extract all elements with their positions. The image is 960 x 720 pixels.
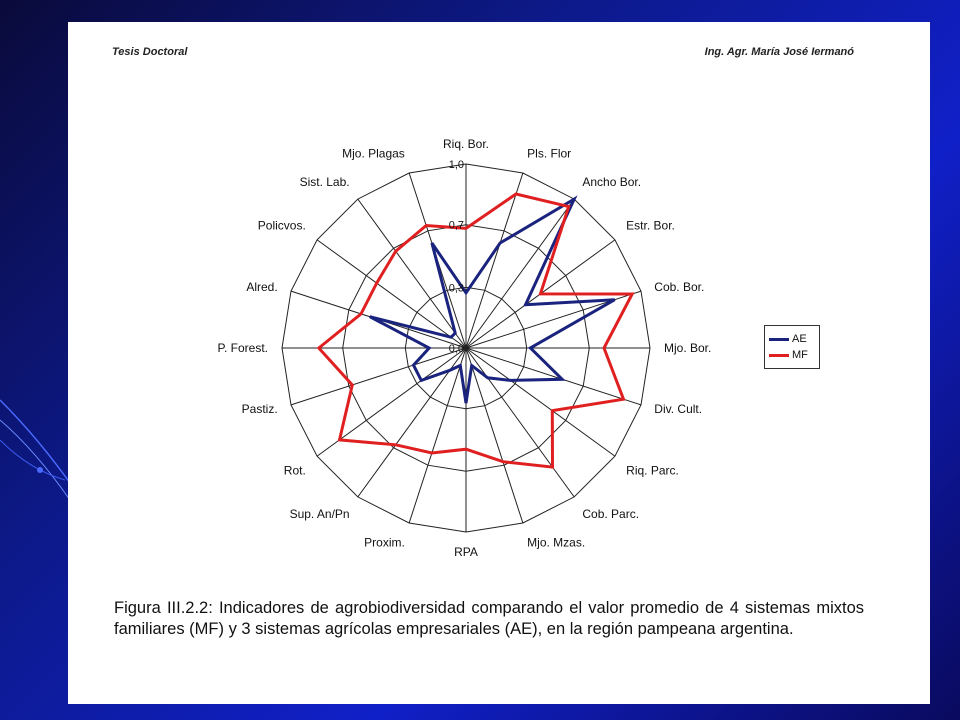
legend-line-ae	[769, 337, 789, 341]
figure-caption: Figura III.2.2: Indicadores de agrobiodi…	[114, 599, 864, 638]
axis-spoke	[465, 347, 642, 406]
axis-spoke	[408, 347, 467, 524]
axis-label: Rot.	[284, 463, 306, 477]
axis-label: Estr. Bor.	[626, 219, 675, 233]
chart-legend: AE MF	[764, 325, 820, 369]
axis-spoke	[357, 198, 467, 349]
axis-label: Mjo. Plagas	[342, 147, 405, 161]
slide-decoration	[0, 399, 76, 501]
axis-label: Pls. Flor	[527, 147, 571, 161]
axis-label: Sist. Lab.	[300, 175, 350, 189]
axis-spoke	[465, 347, 616, 457]
document-page: Tesis Doctoral Ing. Agr. María José Ierm…	[68, 22, 930, 704]
tick-label: 0,3	[449, 282, 464, 294]
axis-label: Mjo. Bor.	[664, 341, 711, 355]
axis-spoke	[357, 347, 467, 498]
axis-spoke	[316, 239, 467, 349]
legend-line-mf	[769, 353, 789, 357]
series-ae-line	[369, 195, 616, 404]
axis-spoke	[465, 198, 575, 349]
legend-item-mf: MF	[769, 348, 808, 362]
axis-label: Pastiz.	[242, 402, 278, 416]
series-mf-line	[316, 192, 635, 469]
tick-label: 0,0	[449, 343, 464, 355]
axis-label: RPA	[454, 545, 478, 559]
tick-label: 1,0	[449, 159, 464, 171]
axis-label: Ancho Bor.	[582, 175, 641, 189]
axis-label: Riq. Bor.	[443, 137, 489, 151]
axis-label: Proxim.	[364, 535, 405, 549]
axis-label: Policvos.	[258, 219, 306, 233]
tick-label: 0,7	[449, 220, 464, 232]
axis-label: Sup. An/Pn	[290, 507, 350, 521]
axis-label: Mjo. Mzas.	[527, 535, 585, 549]
axis-label: Riq. Parc.	[626, 463, 679, 477]
legend-label-ae: AE	[792, 333, 807, 345]
header-left: Tesis Doctoral	[112, 46, 188, 58]
legend-label-mf: MF	[792, 349, 808, 361]
axis-label: Cob. Bor.	[654, 280, 704, 294]
axis-spoke	[465, 172, 524, 349]
axis-spoke	[290, 347, 467, 406]
axis-label: Alred.	[246, 280, 277, 294]
axis-label: P. Forest.	[218, 341, 268, 355]
header-right: Ing. Agr. María José Iermanó	[704, 46, 854, 58]
legend-item-ae: AE	[769, 332, 807, 346]
axis-label: Div. Cult.	[654, 402, 702, 416]
axis-label: Cob. Parc.	[582, 507, 639, 521]
axis-spoke	[465, 347, 524, 524]
axis-spoke	[316, 347, 467, 457]
axis-spoke	[465, 347, 575, 498]
